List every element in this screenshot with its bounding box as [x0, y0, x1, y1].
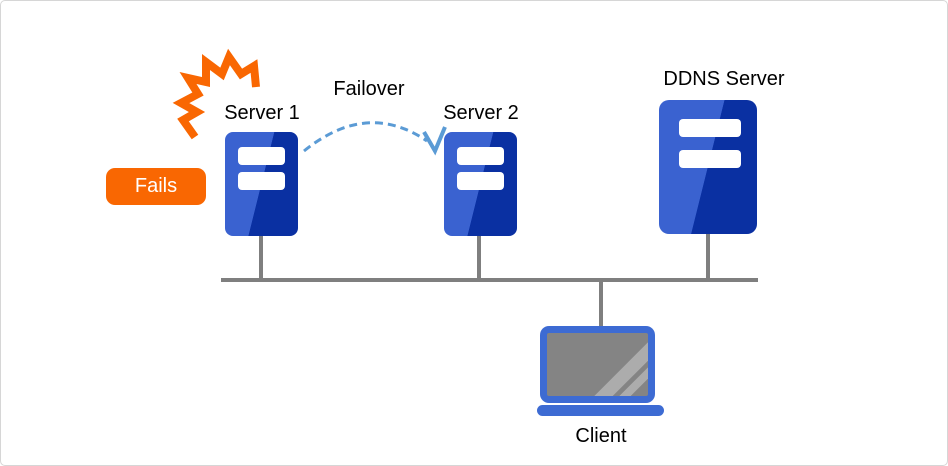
failover-arc — [303, 121, 428, 153]
fails-badge: Fails — [106, 168, 206, 205]
server-slot-bar — [238, 172, 285, 190]
server-slot-bar — [457, 147, 504, 165]
ddns-server-label: DDNS Server — [663, 68, 785, 90]
server2-label: Server 2 — [443, 102, 519, 124]
server1-icon — [225, 132, 298, 236]
laptop-base — [537, 405, 664, 416]
client-label: Client — [575, 425, 627, 447]
server2-icon — [444, 132, 517, 236]
server-slot-bar — [238, 147, 285, 165]
ddns-server-icon — [659, 100, 757, 234]
server-slot-bar — [457, 172, 504, 190]
laptop-screen — [547, 333, 648, 396]
failover-label: Failover — [333, 78, 405, 100]
server-slot-bar — [679, 150, 741, 168]
failover-arrowhead-icon — [422, 126, 447, 156]
client-laptop-icon — [540, 326, 655, 403]
explosion-icon — [172, 48, 260, 140]
server1-label: Server 1 — [224, 102, 300, 124]
server-slot-bar — [679, 119, 741, 137]
